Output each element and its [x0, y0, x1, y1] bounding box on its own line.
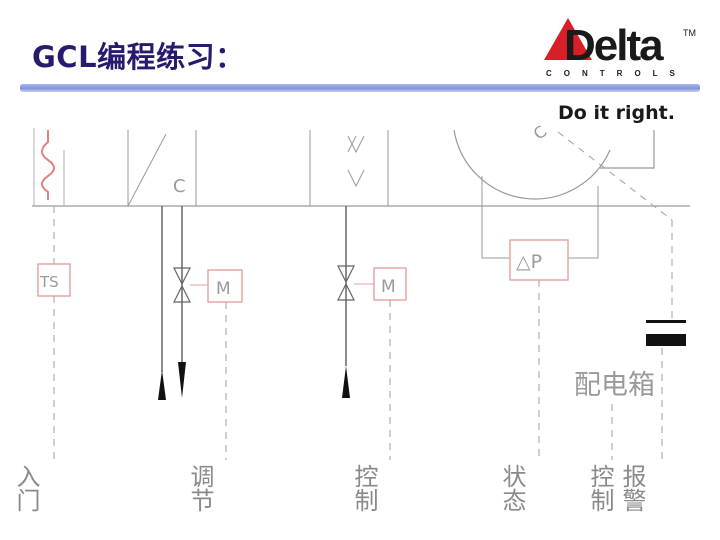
signal-panel-diag	[557, 131, 673, 221]
panel-bar-top	[646, 320, 686, 323]
arrow-up-1	[158, 370, 166, 400]
spray-nozzle-bottom	[347, 169, 365, 188]
delta-triangle-mark	[544, 18, 592, 60]
logo-tm: TM	[683, 28, 696, 38]
filter-diagonal	[127, 133, 167, 207]
valve-1-top	[173, 267, 191, 286]
signal-lines	[53, 131, 673, 460]
valve-2-top	[337, 265, 355, 284]
panel-bar	[646, 334, 686, 346]
title-divider	[20, 84, 700, 92]
logo-sub-text: CONTROLS	[546, 69, 687, 78]
tagline: Do it right.	[558, 102, 675, 124]
fan-housing-arc	[453, 129, 611, 200]
bottom-label-1: 入门	[12, 464, 40, 512]
dp-tube-right	[568, 186, 599, 259]
valve-2-bottom	[337, 282, 355, 301]
logo-brand-text: Delta	[564, 21, 664, 70]
heater-zigzag	[41, 130, 55, 200]
bottom-label-6: 报警	[618, 464, 646, 512]
page-title: GCL编程练习：	[32, 40, 245, 74]
fan-outlet	[600, 130, 655, 169]
label-m1: M	[216, 279, 231, 299]
delta-controls-logo: Delta TM CONTROLS	[544, 18, 696, 78]
bottom-label-4: 状态	[498, 464, 526, 512]
spray-nozzle-top	[347, 135, 365, 154]
arrow-up-2	[342, 366, 350, 398]
label-ts: TS	[39, 273, 59, 291]
arrow-down-1	[178, 362, 186, 398]
bottom-label-5: 控制	[586, 464, 614, 512]
label-c-fan: C	[530, 122, 551, 144]
label-panel: 配电箱	[574, 370, 655, 401]
bottom-label-3: 控制	[350, 464, 378, 512]
label-c-top: C	[173, 176, 186, 197]
bottom-label-2: 调节	[186, 464, 214, 512]
label-m2: M	[381, 277, 396, 297]
label-dp: △P	[516, 251, 542, 273]
dp-tube-left	[481, 176, 510, 259]
valve-1-bottom	[173, 284, 191, 303]
actuator-m1-box	[207, 269, 243, 303]
